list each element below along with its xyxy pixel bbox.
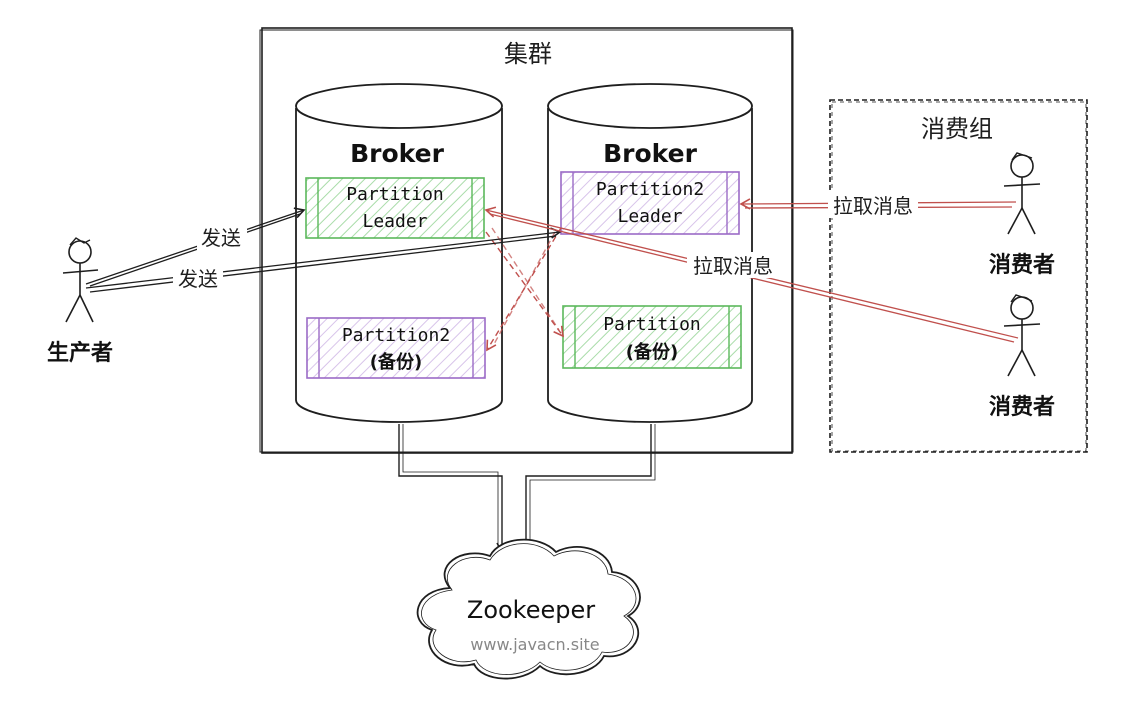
send-label-1: 发送	[201, 226, 241, 250]
consumer2-label: 消费者	[989, 395, 1055, 420]
producer-label: 生产者	[47, 341, 113, 366]
send-label-bg-1	[197, 224, 247, 250]
broker2-backup-partition: Partition (备份)	[562, 305, 742, 369]
zk-connector-broker2	[520, 424, 652, 552]
broker-title-2: Broker	[603, 139, 697, 168]
consumer1-label: 消费者	[989, 253, 1055, 278]
cluster-box: 集群	[259, 27, 794, 454]
pull-label-2: 拉取消息	[693, 254, 773, 278]
send-arrow-to-broker2	[85, 227, 562, 289]
broker1-leader-line1: Partition	[346, 184, 444, 205]
broker1-backup-line2: (备份)	[370, 351, 422, 373]
zookeeper-connectors	[398, 424, 656, 554]
broker2-leader-line1: Partition2	[596, 179, 704, 200]
send-label-bg-2	[173, 265, 223, 291]
producer-head-icon	[68, 240, 92, 264]
consumer1-figure	[1003, 152, 1041, 235]
producer-figure	[62, 237, 99, 323]
pull-label-1: 拉取消息	[833, 194, 913, 218]
pull-label-bg-1	[828, 192, 918, 218]
zookeeper-watermark: www.javacn.site	[470, 635, 599, 654]
cluster-label: 集群	[504, 40, 552, 68]
consumer2-figure	[1003, 294, 1041, 377]
replication-arrows	[485, 227, 564, 352]
consumer1-head-icon	[1010, 154, 1034, 178]
zookeeper-cloud: Zookeeper www.javacn.site	[416, 538, 641, 680]
consumer-group-label: 消费组	[921, 115, 993, 143]
pull-label-bg-2	[687, 252, 779, 278]
send-label-2: 发送	[178, 267, 218, 291]
send-arrows	[85, 207, 562, 293]
send-arrow-to-broker1	[85, 207, 306, 285]
broker2-leader-line2: Leader	[617, 206, 682, 227]
replication-arrow-leader1-to-backup	[485, 231, 564, 338]
consumer-group-box: 消费组	[829, 99, 1088, 453]
broker1-backup-line1: Partition2	[342, 325, 450, 346]
broker2-leader-partition: Partition2 Leader	[560, 171, 740, 235]
broker1-leader-partition: Partition Leader	[305, 177, 485, 239]
broker2-backup-line1: Partition	[603, 314, 701, 335]
zookeeper-label: Zookeeper	[467, 596, 595, 624]
broker-title-1: Broker	[350, 139, 444, 168]
broker1-leader-line2: Leader	[362, 211, 427, 232]
broker2-backup-line2: (备份)	[626, 341, 678, 363]
broker1-backup-partition: Partition2 (备份)	[306, 317, 486, 379]
zk-connector-broker1	[398, 424, 508, 554]
